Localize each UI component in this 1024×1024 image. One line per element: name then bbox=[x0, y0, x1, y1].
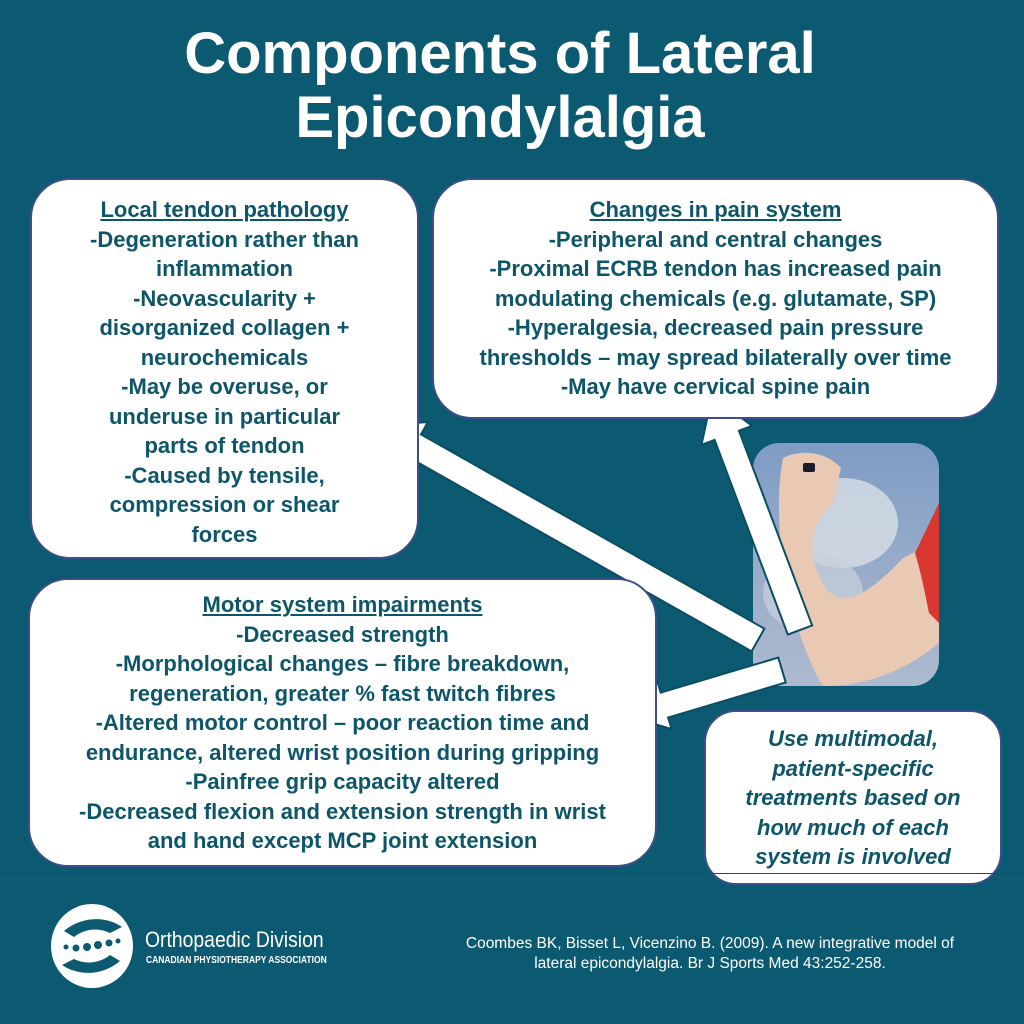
local-tendon-pathology-box: Local tendon pathology -Degeneration rat… bbox=[30, 178, 419, 559]
box-heading: Changes in pain system bbox=[589, 197, 842, 222]
org-name: Orthopaedic Division bbox=[145, 927, 324, 952]
citation: Coombes BK, Bisset L, Vicenzino B. (2009… bbox=[465, 935, 955, 972]
box-line: -Decreased strength bbox=[236, 621, 449, 647]
box-line: parts of tendon bbox=[144, 433, 305, 458]
box-heading: Local tendon pathology bbox=[100, 197, 349, 222]
box-line: -Peripheral and central changes bbox=[548, 226, 883, 252]
box-line: -Decreased flexion and extension strengt… bbox=[79, 798, 606, 824]
box-line: and hand except MCP joint extension bbox=[147, 828, 538, 853]
box-line: disorganized collagen + bbox=[99, 315, 350, 340]
box-line: underuse in particular bbox=[108, 403, 341, 429]
arrow-to-pain-system bbox=[700, 394, 814, 636]
box-line: -Hyperalgesia, decreased pain pressure bbox=[507, 315, 924, 340]
box-line: regeneration, greater % fast twitch fibr… bbox=[129, 680, 556, 706]
box-line: system is involved bbox=[755, 844, 951, 869]
box-line: inflammation bbox=[156, 256, 293, 281]
box-line: -Proximal ECRB tendon has increased pain bbox=[489, 256, 942, 281]
org-subtitle: CANADIAN PHYSIOTHERAPY ASSOCIATION bbox=[146, 955, 327, 966]
box-line: patient-specific bbox=[772, 755, 934, 781]
box-line: neurochemicals bbox=[140, 344, 309, 370]
box-line: -May be overuse, or bbox=[121, 374, 328, 399]
summary-box: Use multimodal, patient-specific treatment… bbox=[704, 710, 1002, 885]
box-line: thresholds – may spread bilaterally over… bbox=[479, 344, 952, 370]
box-line: -Painfree grip capacity altered bbox=[185, 769, 500, 794]
orthopaedic-division-logo bbox=[51, 904, 133, 988]
box-heading: Motor system impairments bbox=[202, 592, 483, 617]
box-line: Use multimodal, bbox=[768, 726, 938, 751]
box-line: forces bbox=[191, 521, 258, 547]
box-line: -Caused by tensile, bbox=[124, 462, 325, 488]
box-line: -Altered motor control – poor reaction t… bbox=[95, 710, 590, 735]
motor-system-box: Motor system impairments -Decreased stre… bbox=[28, 578, 657, 867]
box-line: -Morphological changes – fibre breakdown… bbox=[115, 651, 570, 676]
pain-system-box: Changes in pain system -Peripheral and c… bbox=[432, 178, 999, 419]
box-line: treatments based on bbox=[745, 785, 961, 810]
box-line: how much of each bbox=[757, 814, 949, 840]
page-title: Components of Lateral Epicondylalgia bbox=[184, 21, 816, 150]
box-line: endurance, altered wrist position during… bbox=[85, 739, 600, 765]
box-line: compression or shear bbox=[109, 492, 340, 517]
box-line: modulating chemicals (e.g. glutamate, SP… bbox=[494, 285, 937, 311]
box-line: -Neovascularity + bbox=[133, 285, 316, 311]
footer-divider bbox=[0, 873, 1024, 874]
box-line: -Degeneration rather than bbox=[90, 226, 359, 252]
box-line: -May have cervical spine pain bbox=[560, 374, 871, 399]
